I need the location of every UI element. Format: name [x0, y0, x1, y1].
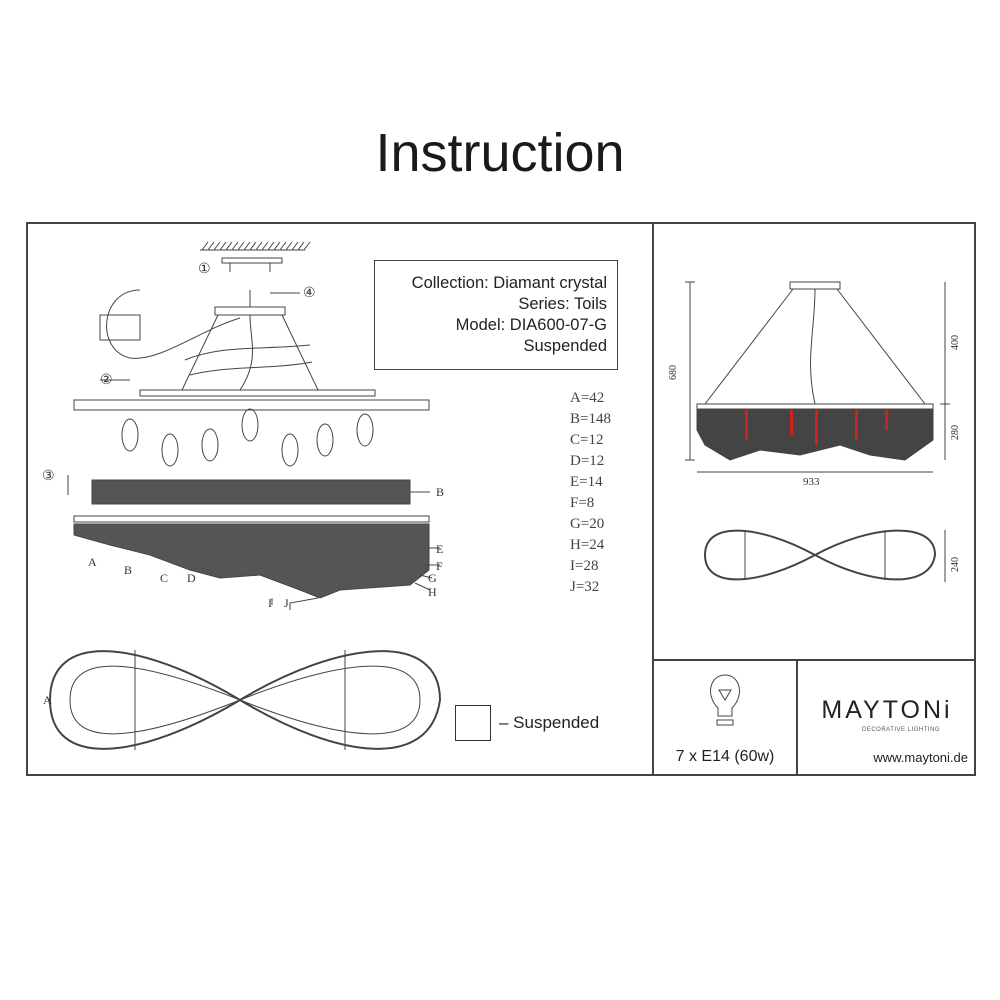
series-label: Series: Toils: [518, 295, 607, 313]
bulb-spec: 7 x E14 (60w): [675, 748, 775, 765]
svg-text:④: ④: [303, 284, 316, 300]
svg-text:D: D: [187, 571, 196, 585]
crystal-count: H=24: [570, 537, 605, 553]
svg-text:G: G: [428, 571, 437, 585]
divider: [796, 659, 798, 776]
crystal-count: G=20: [570, 516, 605, 532]
divider: [652, 659, 976, 661]
svg-text:C: C: [160, 571, 168, 585]
svg-text:H: H: [428, 585, 437, 599]
product-info-box: Collection: Diamant crystal Series: Toil…: [374, 260, 618, 370]
svg-text:A: A: [43, 693, 52, 707]
svg-text:②: ②: [100, 371, 113, 387]
suspended-legend-label: – Suspended: [499, 713, 600, 732]
instruction-frame: [26, 222, 976, 776]
bulb-icon: [121, 418, 139, 452]
bulb-icon: [281, 433, 299, 467]
type-label: Suspended: [523, 337, 608, 355]
crystal-count: E=14: [570, 474, 603, 490]
crystal-count-list: A=42 B=148 C=12 D=12 E=14 F=8 G=20 H=24 …: [570, 388, 611, 598]
bulb-icon: [241, 408, 259, 442]
model-label: Model: DIA600-07-G: [455, 316, 607, 334]
divider: [652, 222, 654, 776]
collection-label: Collection: Diamant crystal: [411, 274, 607, 292]
svg-text:B: B: [436, 485, 444, 499]
svg-text:240: 240: [950, 557, 961, 572]
svg-text:①: ①: [198, 260, 211, 276]
suspended-legend: – Suspended: [455, 705, 599, 741]
crystal-count: C=12: [570, 432, 604, 448]
svg-text:933: 933: [803, 476, 820, 488]
svg-text:280: 280: [950, 425, 961, 440]
crystal-count: D=12: [570, 453, 605, 469]
brand-url: www.maytoni.de: [873, 750, 968, 765]
suspended-mount-icon: [455, 705, 491, 741]
bulb-icon: [356, 413, 374, 447]
svg-text:I: I: [268, 596, 272, 610]
svg-text:A: A: [88, 555, 97, 569]
svg-text:F: F: [436, 559, 443, 573]
bulb-icon: [201, 428, 219, 462]
bulb-icon: [161, 433, 179, 467]
crystal-count: A=42: [570, 390, 605, 406]
crystal-count: B=148: [570, 411, 611, 427]
svg-text:680: 680: [668, 365, 679, 380]
brand-logo: MAYTONi: [821, 696, 953, 724]
svg-text:400: 400: [950, 335, 961, 350]
crystal-count: I=28: [570, 558, 599, 574]
svg-text:E: E: [436, 542, 443, 556]
bulb-icon: [316, 423, 334, 457]
brand-tagline: DECORATIVE LIGHTING: [862, 727, 941, 733]
svg-text:③: ③: [42, 467, 55, 483]
svg-text:J: J: [284, 596, 289, 610]
crystal-count: J=32: [570, 579, 600, 595]
crystal-count: F=8: [570, 495, 595, 511]
page-title: Instruction: [375, 123, 625, 183]
svg-text:B: B: [124, 563, 132, 577]
